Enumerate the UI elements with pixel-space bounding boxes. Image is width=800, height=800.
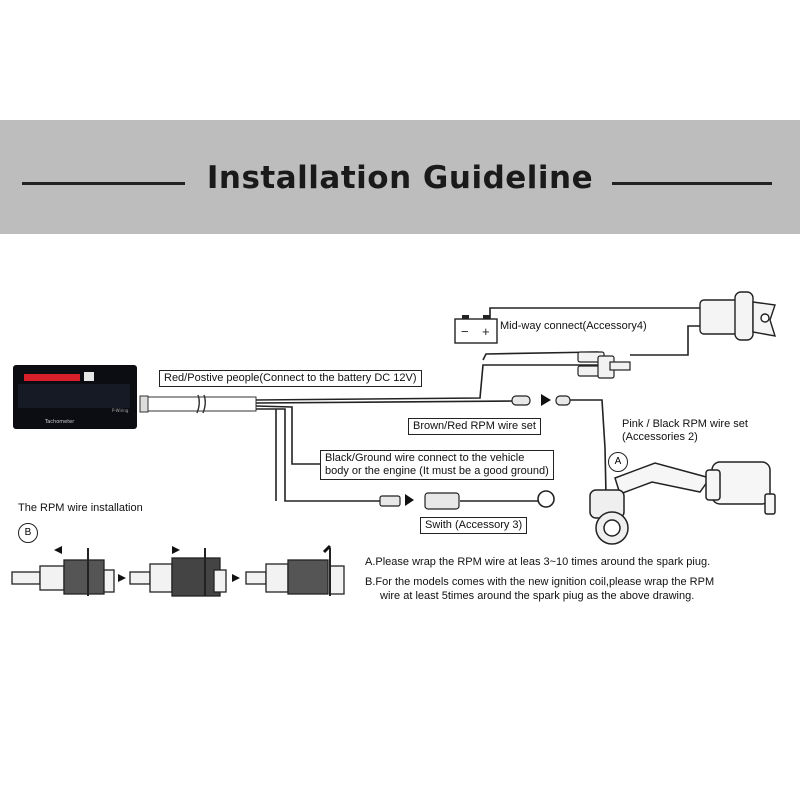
page-title: Installation Guideline [206, 160, 594, 196]
gauge-sub-label: P-Wiring [112, 408, 129, 413]
header-rule-left [22, 182, 185, 185]
fuse-icon [577, 351, 631, 379]
note-b-line1: B.For the models comes with the new igni… [365, 576, 715, 588]
note-b-line2: wire at least 5times around the spark pi… [380, 590, 695, 602]
header-banner [0, 120, 800, 234]
spark-plug-icon [11, 548, 115, 596]
header-rule-right [612, 182, 772, 185]
label-switch: Swith (Accessory 3) [420, 517, 528, 534]
label-pink-wire-line2: (Accessories 2) [622, 431, 698, 443]
gauge-label: Tachometer [44, 419, 75, 425]
note-a: A.Please wrap the RPM wire at leas 3~10 … [365, 556, 711, 568]
arrow-icon [405, 494, 414, 506]
battery-minus: − [461, 324, 469, 339]
rpm-section-title: The RPM wire installation [18, 502, 143, 514]
ignition-coil-icon [614, 461, 776, 515]
marker-b: B [18, 523, 38, 543]
label-pink-wire-line1: Pink / Black RPM wire set [622, 418, 748, 430]
battery-plus: + [482, 324, 490, 339]
spark-plug-icon [129, 548, 227, 597]
ignition-key-icon [699, 291, 777, 341]
tachometer-icon: Tachometer P-Wiring [13, 365, 137, 429]
label-ground-line2: body or the engine (It must be a good gr… [325, 465, 549, 477]
label-ground-wire: Black/Ground wire connect to the vehicle… [320, 450, 554, 480]
spark-plug-icon [245, 548, 345, 596]
marker-a: A [608, 452, 628, 472]
arrow-icon [541, 394, 551, 406]
battery-icon: − + [454, 315, 498, 344]
ring-terminal-icon [537, 490, 555, 508]
label-ground-line1: Black/Ground wire connect to the vehicle [325, 452, 525, 464]
label-brown-wire: Brown/Red RPM wire set [408, 418, 541, 435]
spark-plug-cap-icon [589, 489, 629, 545]
label-red-wire: Red/Postive people(Connect to the batter… [159, 370, 422, 387]
connector-icon [379, 395, 571, 510]
label-midway: Mid-way connect(Accessory4) [500, 320, 647, 332]
label-pink-wire: Pink / Black RPM wire set (Accessories 2… [622, 418, 748, 444]
